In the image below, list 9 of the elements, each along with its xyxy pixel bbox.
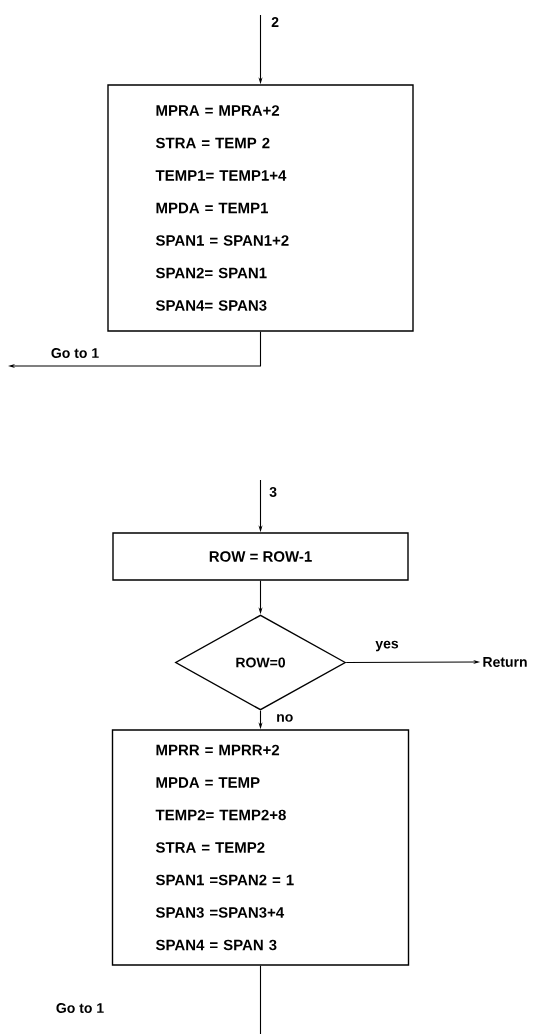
- note-text: Go to 1: [56, 1003, 104, 1013]
- process-box: MPRA = MPRA+2 STRA = TEMP 2 TEMP1= TEMP1+4 MPDA = TEMP1 SPAN1 = SPAN1+2 SPAN2= SPAN1 SPAN4= SPAN3: [107, 84, 414, 332]
- edge-label: 3: [268, 486, 278, 498]
- process-box: ROW = ROW-1: [112, 532, 409, 581]
- edge-label: 2: [270, 16, 280, 28]
- terminal-text: Return: [483, 657, 527, 667]
- edge-label: no: [275, 713, 295, 723]
- process-box: MPRR = MPRR+2 MPDA = TEMP TEMP2= TEMP2+8 STRA = TEMP2 SPAN1 =SPAN2 = 1 SPAN3 =SPAN3+4 SPAN4 = SPAN 3: [111, 729, 410, 966]
- edge-label: Go to 1: [49, 347, 101, 359]
